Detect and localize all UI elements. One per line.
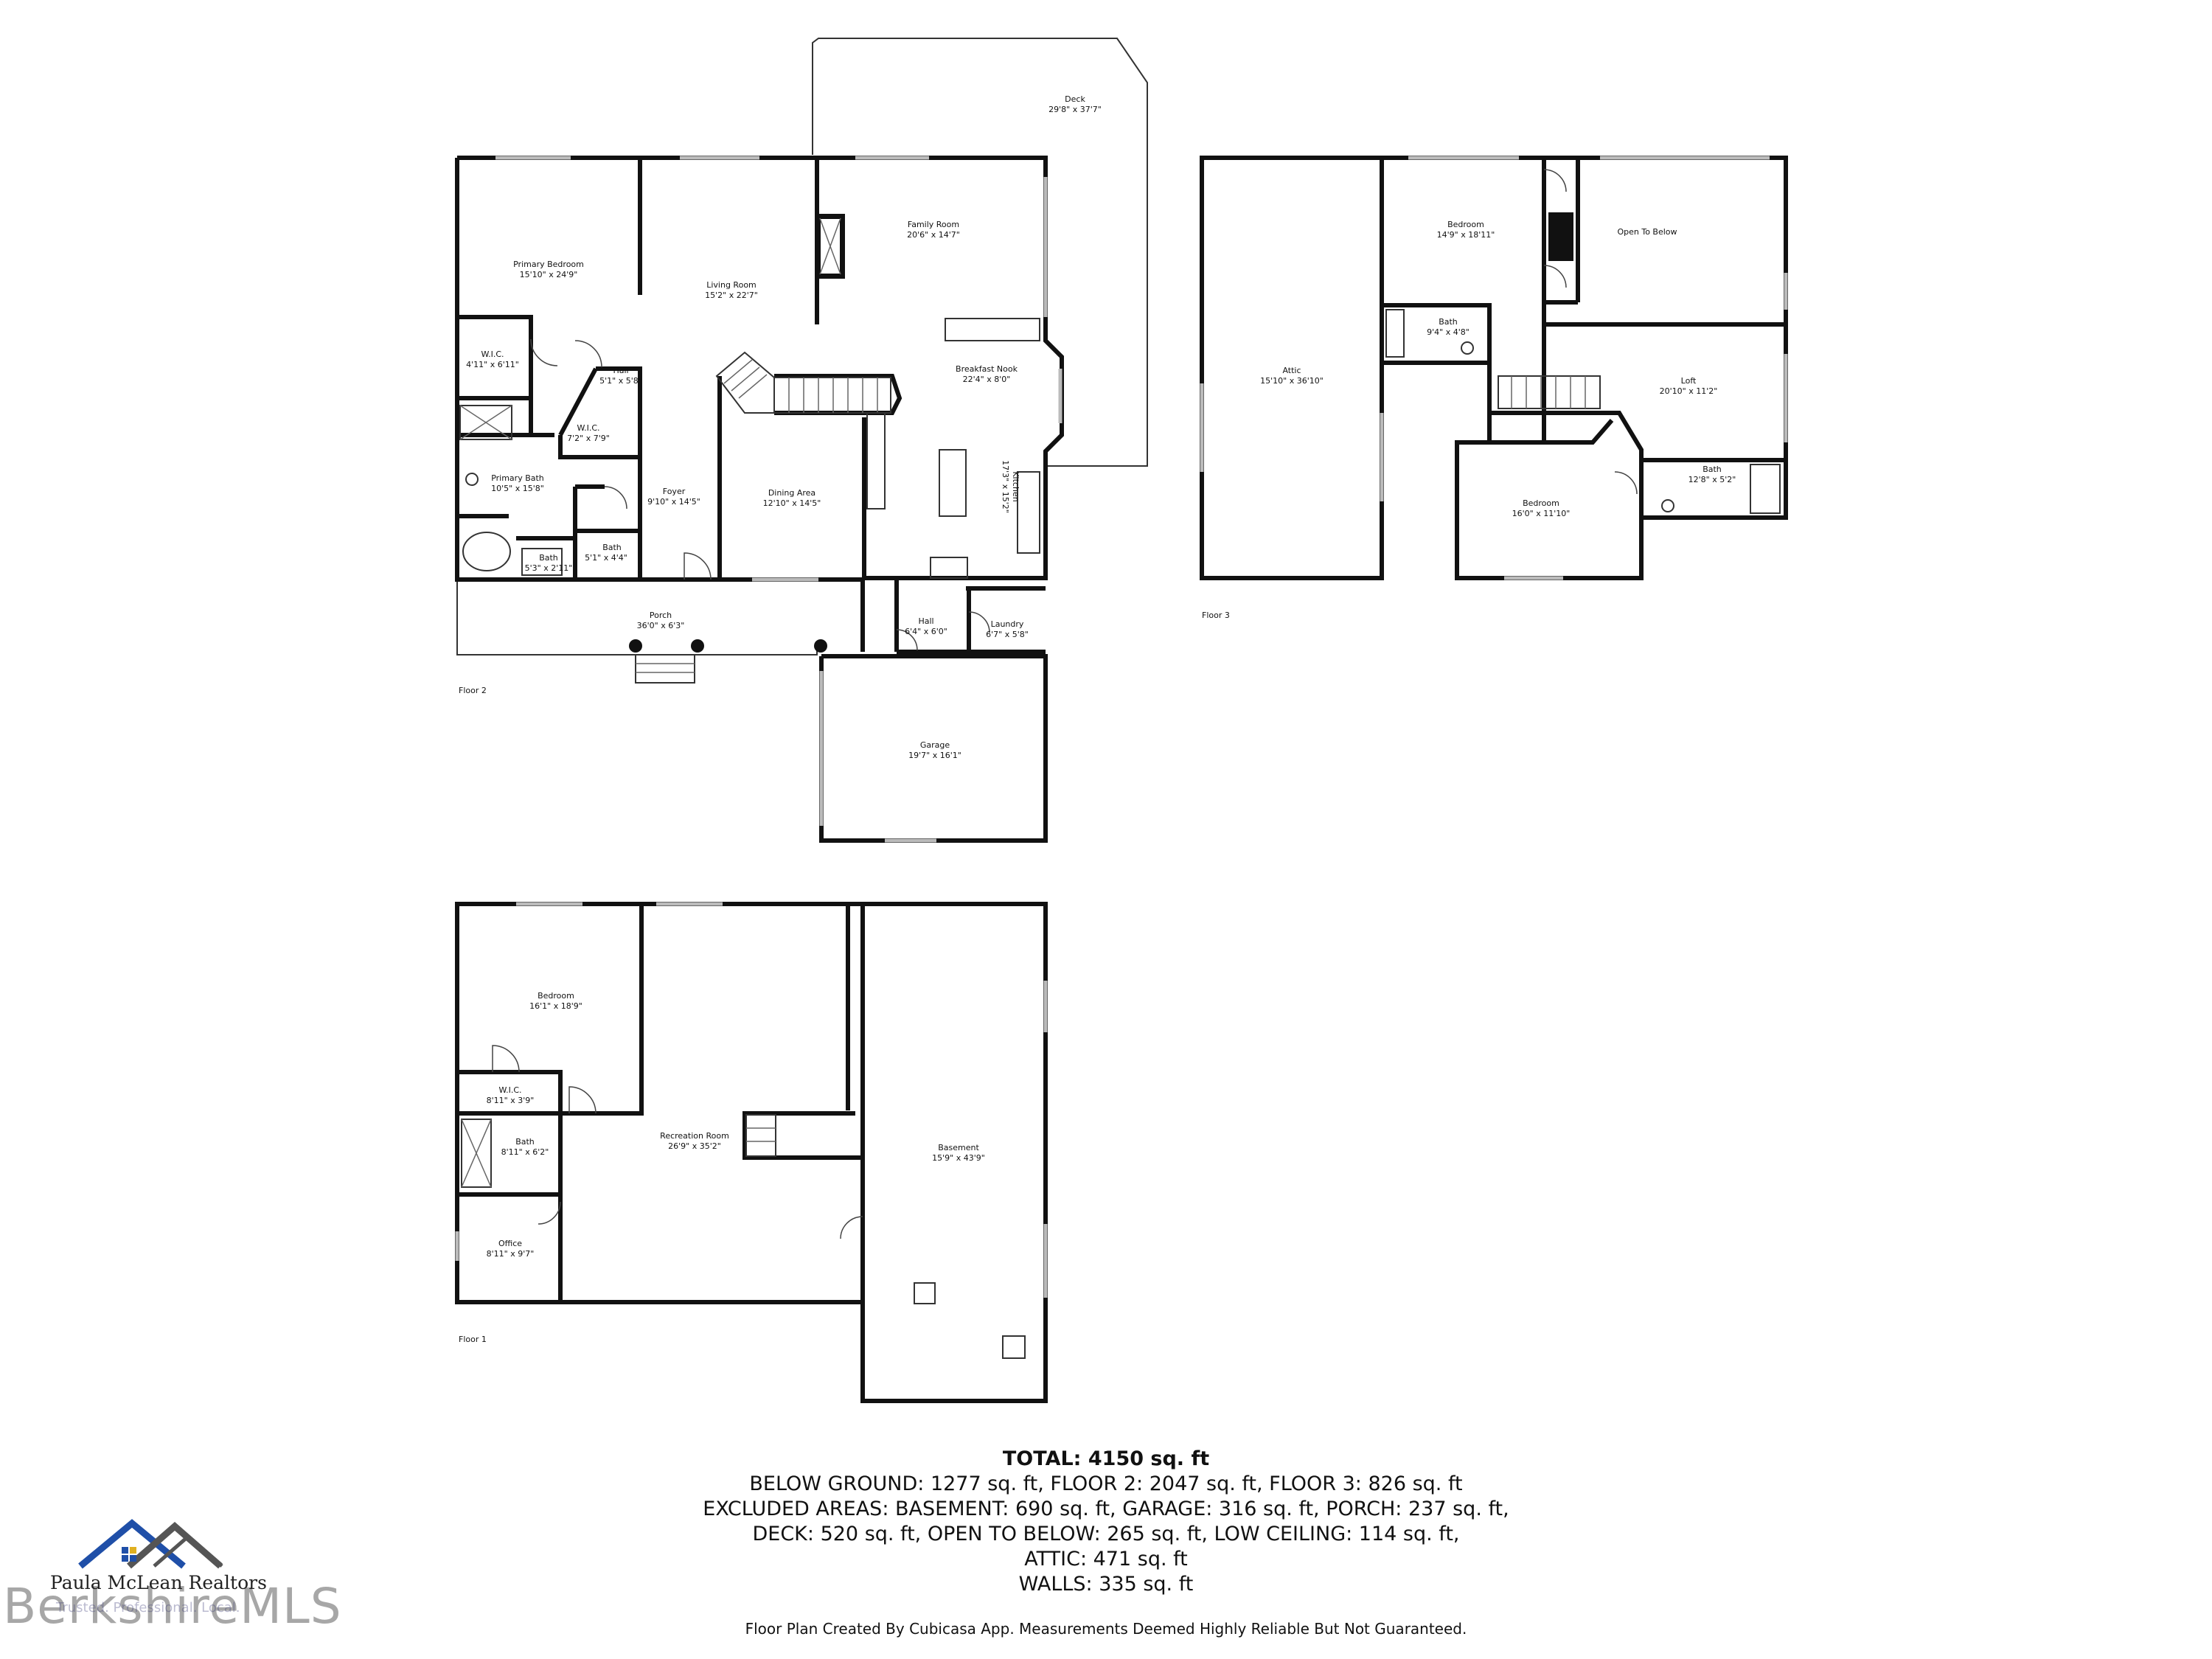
laundry-label: Laundry	[991, 619, 1024, 629]
shower	[459, 405, 512, 440]
floor-1-plan	[455, 902, 1048, 1403]
kitchen-counter	[1017, 471, 1040, 554]
bath2-label: Bath	[1703, 465, 1722, 474]
summary-line: BELOW GROUND: 1277 sq. ft, FLOOR 2: 2047…	[749, 1472, 1463, 1495]
kitchen-label: Kitchen	[1011, 471, 1020, 501]
bath2-dims: 12'8" x 5'2"	[1688, 475, 1736, 484]
office-label: Office	[498, 1239, 522, 1248]
primary-bath-label: Primary Bath	[491, 473, 544, 483]
hall2-dims: 6'4" x 6'0"	[905, 627, 947, 636]
loft-dims: 20'10" x 11'2"	[1660, 386, 1718, 396]
f1-wic-dims: 8'11" x 3'9"	[487, 1096, 535, 1105]
area-summary: TOTAL: 4150 sq. ft BELOW GROUND: 1277 sq…	[0, 1447, 2212, 1597]
company-name: Paula McLean Realtors	[50, 1572, 267, 1593]
company-logo: BerkshireMLS Paula McLean Realtors Trust…	[0, 1504, 341, 1652]
wic1-label: W.I.C.	[481, 349, 504, 359]
loft-label: Loft	[1681, 376, 1697, 386]
family-room-dims: 20'6" x 14'7"	[907, 230, 960, 240]
primary-bedroom-label: Primary Bedroom	[513, 260, 584, 269]
floor1-stairs	[745, 1114, 776, 1157]
floor3-exterior-wall	[1200, 156, 1788, 580]
bath-small2-dims: 5'3" x 2'11"	[525, 563, 573, 573]
f1-bedroom-label: Bedroom	[538, 991, 574, 1001]
floor-3-plan	[1200, 156, 1788, 580]
kitchen-dims: 17'3" x 15'2"	[1001, 460, 1010, 513]
bath1-dims: 9'4" x 4'8"	[1427, 327, 1470, 337]
wic2-label: W.I.C.	[577, 423, 599, 433]
disclaimer: Floor Plan Created By Cubicasa App. Meas…	[745, 1620, 1467, 1638]
wic2-dims: 7'2" x 7'9"	[567, 434, 610, 443]
laundry-dims: 6'7" x 5'8"	[986, 630, 1029, 639]
family-room-label: Family Room	[908, 220, 959, 229]
primary-bedroom-dims: 15'10" x 24'9"	[520, 270, 578, 279]
hall2-label: Hall	[918, 616, 933, 626]
chimney	[1548, 212, 1573, 261]
f1-bedroom-dims: 16'1" x 18'9"	[529, 1001, 582, 1011]
bathtub	[1385, 309, 1405, 358]
floor2-stairs	[715, 351, 891, 414]
basement-label: Basement	[938, 1143, 979, 1152]
foyer-label: Foyer	[663, 487, 686, 496]
porch-column	[814, 639, 827, 653]
floor1-exterior-wall	[455, 902, 1048, 1403]
foyer-dims: 9'10" x 14'5"	[647, 497, 700, 507]
brand-watermark: BerkshireMLS	[3, 1578, 342, 1635]
company-tagline: Trusted. Professional. Local.	[56, 1600, 240, 1615]
attic-dims: 15'10" x 36'10"	[1260, 376, 1324, 386]
porch-steps	[635, 654, 695, 684]
hall1-dims: 5'1" x 5'8"	[599, 376, 642, 386]
floor-2-plan	[455, 38, 1148, 843]
open-to-below-label: Open To Below	[1617, 227, 1677, 237]
summary-line: DECK: 520 sq. ft, OPEN TO BELOW: 265 sq.…	[752, 1523, 1460, 1545]
dining-area-label: Dining Area	[768, 488, 815, 498]
kitchen-island	[939, 449, 967, 517]
porch-dims: 36'0" x 6'3"	[637, 621, 685, 630]
deck-dims: 29'8" x 37'7"	[1048, 105, 1102, 114]
bedroom2-dims: 16'0" x 11'10"	[1512, 509, 1571, 518]
f1-bath-dims: 8'11" x 6'2"	[501, 1147, 549, 1157]
hall1-label: Hall	[613, 366, 628, 375]
bathtub	[1750, 464, 1781, 514]
total-area: TOTAL: 4150 sq. ft	[1002, 1447, 1210, 1470]
garage-label: Garage	[920, 740, 950, 750]
deck-outline	[812, 38, 1148, 467]
bath-small2-label: Bath	[539, 553, 558, 563]
house-roof-logo-icon	[78, 1519, 223, 1569]
dining-area-dims: 12'10" x 14'5"	[763, 498, 821, 508]
f1-wic-label: W.I.C.	[498, 1085, 521, 1095]
recreation-room-dims: 26'9" x 35'2"	[668, 1141, 721, 1151]
bedroom2-label: Bedroom	[1523, 498, 1559, 508]
garage-dims: 19'7" x 16'1"	[908, 751, 961, 760]
breakfast-nook-label: Breakfast Nook	[956, 364, 1018, 374]
basement-dims: 15'9" x 43'9"	[932, 1153, 985, 1163]
floor2-label: Floor 2	[459, 686, 487, 695]
breakfast-nook-dims: 22'4" x 8'0"	[963, 375, 1011, 384]
summary-line: EXCLUDED AREAS: BASEMENT: 690 sq. ft, GA…	[703, 1498, 1509, 1520]
primary-bath-dims: 10'5" x 15'8"	[491, 484, 544, 493]
living-room-label: Living Room	[706, 280, 757, 290]
porch-column	[691, 639, 704, 653]
floor3-label: Floor 3	[1202, 611, 1230, 620]
bedroom1-dims: 14'9" x 18'11"	[1437, 230, 1495, 240]
recreation-room-label: Recreation Room	[660, 1131, 729, 1141]
wic1-dims: 4'11" x 6'11"	[466, 360, 519, 369]
bath-small1-label: Bath	[602, 543, 622, 552]
deck-label: Deck	[1065, 94, 1085, 104]
f1-bath-label: Bath	[515, 1137, 535, 1147]
bathtub	[462, 532, 511, 571]
living-room-dims: 15'2" x 22'7"	[705, 291, 758, 300]
porch-column	[629, 639, 642, 653]
floor3-stairs	[1498, 375, 1601, 409]
attic-label: Attic	[1282, 366, 1301, 375]
porch-label: Porch	[650, 611, 672, 620]
floor1-label: Floor 1	[459, 1335, 487, 1344]
bath1-label: Bath	[1439, 317, 1458, 327]
shower	[461, 1119, 492, 1188]
office-dims: 8'11" x 9'7"	[487, 1249, 535, 1259]
bath-small1-dims: 5'1" x 4'4"	[585, 553, 627, 563]
summary-line: WALLS: 335 sq. ft	[1018, 1573, 1194, 1596]
bedroom1-label: Bedroom	[1447, 220, 1484, 229]
summary-line: ATTIC: 471 sq. ft	[1024, 1548, 1188, 1571]
